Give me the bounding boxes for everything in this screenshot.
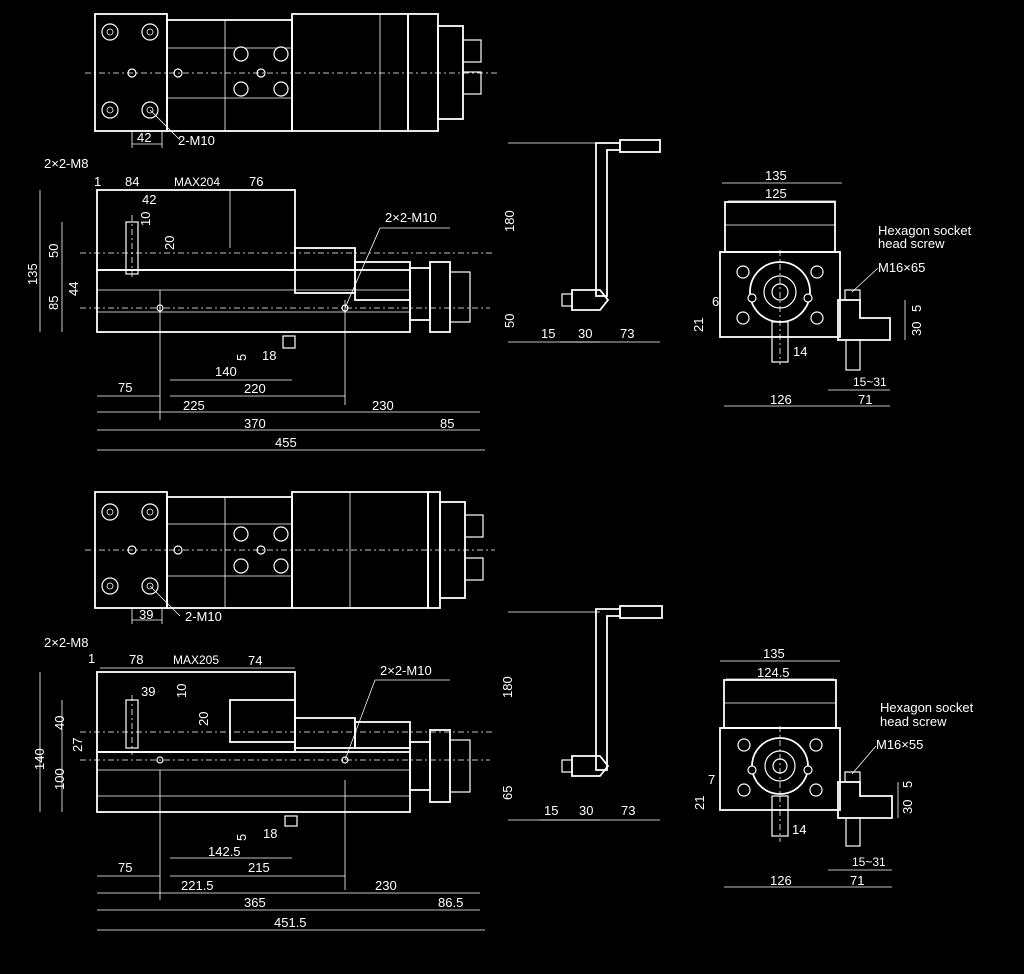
view-a: 42 2-M10 2×2-M8 1 84 MAX204 76 42 10 20 …: [25, 13, 972, 451]
dim-a-20: 20: [162, 236, 177, 250]
dim-b-side-15: 15: [544, 803, 558, 818]
dim-a-225: 225: [183, 398, 205, 413]
view-b: 39 2-M10 2×2-M8 1 78 MAX205 74 39 10 20 …: [32, 491, 974, 931]
dim-b-451-5: 451.5: [274, 915, 307, 930]
dim-a-side-180: 180: [502, 210, 517, 232]
dim-b-215: 215: [248, 860, 270, 875]
screw-a-size: M16×65: [878, 260, 925, 275]
view-b-top: 39 2-M10: [85, 491, 495, 624]
screw-a-label-2: head screw: [878, 236, 945, 251]
dim-a-220: 220: [244, 381, 266, 396]
dim-a-max: MAX204: [174, 175, 220, 189]
dim-b-1: 1: [88, 651, 95, 666]
dim-b-end-71: 71: [850, 873, 864, 888]
dim-b-side-180: 180: [500, 676, 515, 698]
screw-b-label-1: Hexagon socket: [880, 700, 974, 715]
tap-b-front-2x2m10: 2×2-M10: [380, 663, 432, 678]
dim-a-230: 230: [372, 398, 394, 413]
dim-a-end-14: 14: [793, 344, 807, 359]
dim-a-135: 135: [25, 263, 40, 285]
dim-b-max: MAX205: [173, 653, 219, 667]
dim-a-end-125: 125: [765, 186, 787, 201]
dim-b-end-7: 7: [708, 772, 715, 787]
dim-b-end-30: 30: [900, 800, 915, 814]
dim-b-86-5: 86.5: [438, 895, 463, 910]
dim-a-end-6: 6: [712, 294, 719, 309]
view-a-top: 42 2-M10: [85, 13, 500, 148]
view-b-front: 2×2-M8 1 78 MAX205 74 39 10 20 2×2-M10 1…: [32, 635, 495, 931]
dim-a-18: 18: [262, 348, 276, 363]
dim-b-side-65: 65: [500, 786, 515, 800]
dim-a-side-50: 50: [502, 314, 517, 328]
dim-a-end-71: 71: [858, 392, 872, 407]
dim-b-100: 100: [52, 768, 67, 790]
dim-b-39: 39: [141, 684, 155, 699]
dim-b-end-135: 135: [763, 646, 785, 661]
dim-b-10: 10: [174, 684, 189, 698]
dim-b-side-73: 73: [621, 803, 635, 818]
dim-b-end-124-5: 124.5: [757, 665, 790, 680]
dim-a-10: 10: [138, 212, 153, 226]
dim-a-side-15: 15: [541, 326, 555, 341]
tap-b-front-2x2m8: 2×2-M8: [44, 635, 88, 650]
dim-a-44: 44: [66, 282, 81, 296]
screw-b-label-2: head screw: [880, 714, 947, 729]
tap-a-front-2x2m8: 2×2-M8: [44, 156, 88, 171]
view-b-side: 180 65 15 30 73: [500, 605, 663, 821]
dim-b-140: 140: [32, 748, 47, 770]
dim-b-74: 74: [248, 653, 262, 668]
dim-a-end-126: 126: [770, 392, 792, 407]
dim-b-40: 40: [52, 716, 67, 730]
dim-a-75: 75: [118, 380, 132, 395]
dim-a-side-30: 30: [578, 326, 592, 341]
dim-a-85b: 85: [440, 416, 454, 431]
dim-b-side-30: 30: [579, 803, 593, 818]
dim-b-18: 18: [263, 826, 277, 841]
dim-a-side-73: 73: [620, 326, 634, 341]
dim-a-42: 42: [142, 192, 156, 207]
view-a-end: 135 125 Hexagon socket head screw M16×65…: [691, 168, 972, 407]
dim-a-end-30: 30: [909, 322, 924, 336]
dim-a-5: 5: [234, 354, 249, 361]
screw-b-size: M16×55: [876, 737, 923, 752]
tap-a-front-2x2m10: 2×2-M10: [385, 210, 437, 225]
dim-b-221-5: 221.5: [181, 878, 214, 893]
dim-b-75: 75: [118, 860, 132, 875]
dim-a-end-5: 5: [909, 305, 924, 312]
dim-b-end-126: 126: [770, 873, 792, 888]
dim-a-end-21: 21: [691, 318, 706, 332]
view-b-end: 135 124.5 Hexagon socket head screw M16×…: [692, 646, 974, 888]
dim-a-84: 84: [125, 174, 139, 189]
dim-a-end-135: 135: [765, 168, 787, 183]
dim-a-370: 370: [244, 416, 266, 431]
dim-b-top-39: 39: [139, 607, 153, 622]
dim-b-78: 78: [129, 652, 143, 667]
dim-b-end-14: 14: [792, 822, 806, 837]
view-a-front: 2×2-M8 1 84 MAX204 76 42 10 20 2×2-M10 1…: [25, 156, 495, 451]
dim-b-365: 365: [244, 895, 266, 910]
dim-b-230: 230: [375, 878, 397, 893]
tap-b-top-2m10: 2-M10: [185, 609, 222, 624]
dim-a-end-15-31: 15~31: [853, 375, 887, 389]
dim-a-85: 85: [46, 296, 61, 310]
dim-b-end-5: 5: [900, 781, 915, 788]
dim-b-5: 5: [234, 834, 249, 841]
dim-b-27: 27: [70, 738, 85, 752]
tap-a-top-2m10: 2-M10: [178, 133, 215, 148]
dim-a-140: 140: [215, 364, 237, 379]
dim-b-end-21: 21: [692, 796, 707, 810]
dim-b-end-15-31: 15~31: [852, 855, 886, 869]
dim-a-76: 76: [249, 174, 263, 189]
dim-b-142-5: 142.5: [208, 844, 241, 859]
dim-b-20: 20: [196, 712, 211, 726]
dim-a-455: 455: [275, 435, 297, 450]
dim-a-50: 50: [46, 244, 61, 258]
dim-a-1: 1: [94, 174, 101, 189]
dim-a-top-42: 42: [137, 130, 151, 145]
view-a-side: 180 50 15 30 73: [502, 139, 661, 343]
screw-a-label-1: Hexagon socket: [878, 223, 972, 238]
